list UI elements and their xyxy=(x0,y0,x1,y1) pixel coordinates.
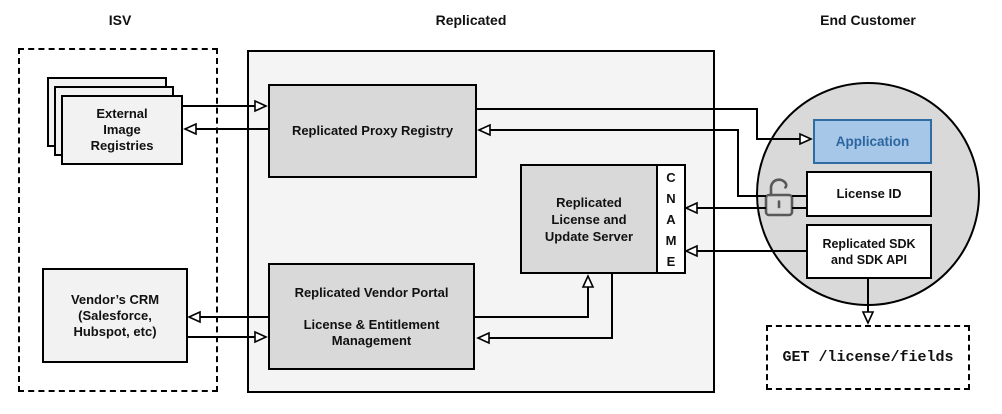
vendors-crm-node: Vendor’s CRM (Salesforce, Hubspot, etc) xyxy=(42,268,188,363)
vendor-portal-node: Replicated Vendor Portal License & Entit… xyxy=(268,263,475,370)
proxy-registry-node: Replicated Proxy Registry xyxy=(268,84,477,178)
license-id-node: License ID xyxy=(806,171,932,217)
unlocked-padlock-icon xyxy=(764,178,794,217)
cname-strip: C N A M E xyxy=(656,164,686,274)
license-update-server-node: Replicated License and Update Server xyxy=(520,164,658,274)
replicated-sdk-node: Replicated SDK and SDK API xyxy=(806,224,932,279)
section-title-isv: ISV xyxy=(108,12,132,28)
isv-boundary xyxy=(18,48,218,392)
application-node: Application xyxy=(813,119,932,164)
external-image-registries-node: External Image Registries xyxy=(61,95,183,165)
get-license-fields-box: GET /license/fields xyxy=(766,325,970,390)
section-title-end-customer: End Customer xyxy=(820,12,916,28)
section-title-replicated: Replicated xyxy=(435,12,507,28)
